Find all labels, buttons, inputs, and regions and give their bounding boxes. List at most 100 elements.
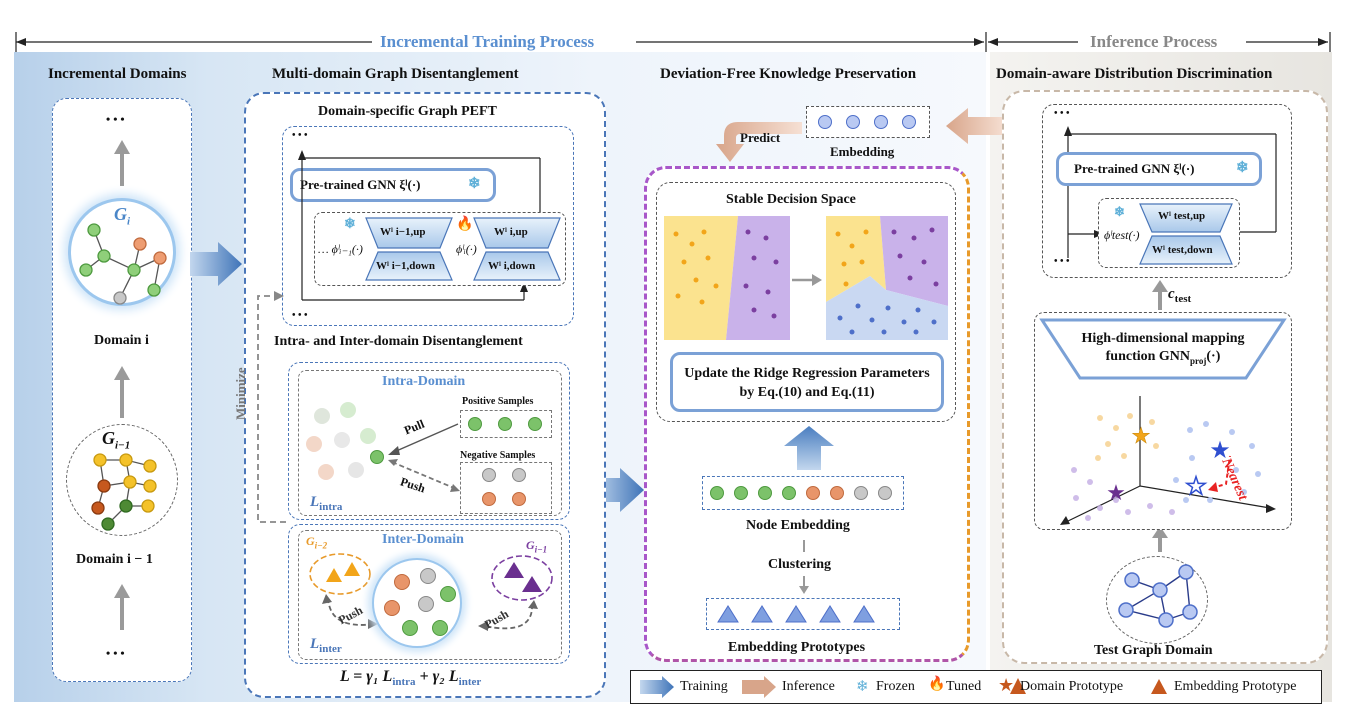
node-embedding-node [782, 486, 796, 500]
formula-intra: intra [392, 676, 416, 689]
stable-title: Stable Decision Space [726, 192, 856, 207]
col-title-disentangle: Multi-domain Graph Disentanglement [272, 66, 519, 82]
node-embedding-node [878, 486, 892, 500]
peft-gnn-box [290, 168, 496, 202]
inference-dots-top: • • • [1054, 108, 1070, 119]
gi-text: G [114, 204, 127, 224]
l-inter-text: L [310, 636, 320, 652]
formula-b: + γ₂ L [415, 668, 459, 685]
prototypes-label: Embedding Prototypes [728, 640, 866, 655]
intra-faded-node [360, 428, 376, 444]
g-i2-label: Gi−2 [306, 534, 327, 550]
legend-domain-proto: Domain Prototype [1020, 679, 1124, 694]
domain-i-label: Domain i [94, 333, 149, 348]
g-i2-sub: i−2 [314, 540, 328, 551]
inference-snowflake-icon: ❄ [1236, 160, 1249, 176]
positive-box [460, 410, 552, 438]
prototype-triangles [717, 605, 875, 623]
domain-i1-circle [66, 424, 178, 536]
peft-phi-cur: ϕˡᵢ(·) [456, 242, 477, 256]
g-i2-text: G [306, 534, 315, 548]
legend-embed-proto: Embedding Prototype [1174, 679, 1297, 694]
g-i1-label: Gi−1 [526, 538, 547, 554]
up-arrow-preserve [784, 426, 834, 470]
node-embedding-node [758, 486, 772, 500]
positive-node [498, 417, 512, 431]
clustering-label: Clustering [768, 557, 831, 572]
peft-dots-top: • • • [292, 130, 308, 141]
intra-faded-node [306, 436, 322, 452]
svg-text:★: ★ [1209, 438, 1231, 464]
peft-w-cur-down: Wˡ i,down [488, 260, 536, 272]
embedding-node [846, 115, 860, 129]
embedding-space-3d: ★ ★ ★ ★ [1060, 396, 1276, 525]
w-test-up: Wˡ test,up [1158, 210, 1206, 222]
legend-snowflake-icon: ❄ [856, 679, 869, 695]
mapping-trapezoid [1039, 318, 1287, 380]
negative-node [482, 468, 496, 482]
intra-faded-node [318, 464, 334, 480]
legend-tuned: Tuned [946, 679, 982, 694]
test-adapter [1139, 203, 1233, 265]
update-label: Update the Ridge Regression Parameters b… [684, 366, 930, 400]
minimize-arrow [257, 291, 286, 523]
peft-w-cur-up: Wˡ i,up [494, 226, 528, 238]
training-header: Incremental Training Process [380, 32, 595, 51]
negative-node [512, 468, 526, 482]
node-embedding-node [806, 486, 820, 500]
legend-star-icon: ★ [998, 675, 1015, 695]
inter-node [432, 620, 448, 636]
negative-node [482, 492, 496, 506]
inter-center-circle [372, 558, 462, 648]
intra-faded-node [334, 432, 350, 448]
loss-formula: L = γ₁ Lintra + γ₂ Linter [340, 668, 481, 688]
peft-adapters [365, 217, 561, 281]
update-box [670, 352, 944, 412]
formula-a: L = γ₁ L [340, 668, 393, 685]
clustering-arrows [799, 540, 809, 594]
decision-space [664, 216, 948, 340]
l-inter-sub: inter [319, 643, 342, 655]
inter-node [384, 600, 400, 616]
intra-arrows [388, 423, 460, 492]
training-arrow-1 [190, 242, 242, 286]
mapping-tail: (·) [1206, 349, 1221, 364]
col-title-preserve: Deviation-Free Knowledge Preservation [660, 66, 917, 82]
phi-test-label: ϕˡtest(·) [1104, 228, 1140, 242]
inference-gnn-label: Pre-trained GNN ξˡ(·) [1074, 161, 1195, 176]
intra-inner-box [298, 370, 562, 516]
l-intra-text: L [310, 494, 320, 510]
peft-w-prev-up: Wˡ i−1,up [380, 226, 426, 238]
legend-fire-icon: 🔥 [928, 677, 946, 692]
legend-triangle-icon [1151, 679, 1167, 694]
c-test-sub: test [1174, 293, 1192, 305]
l-intra-sub: intra [319, 501, 343, 513]
gi1-text: G [102, 428, 115, 448]
peft-fire-icon: 🔥 [456, 217, 474, 232]
domains-dots-bottom: • • • [106, 646, 125, 660]
gi-sub: i [127, 215, 131, 228]
domain-i1-graph [91, 453, 157, 531]
peft-title: Domain-specific Graph PEFT [318, 104, 497, 119]
svg-text:★: ★ [1106, 480, 1126, 505]
peft-gnn-label: Pre-trained GNN ξˡ(·) [300, 177, 421, 192]
intra-faded-node [348, 462, 364, 478]
node-embedding-node [734, 486, 748, 500]
node-embedding-label: Node Embedding [746, 518, 850, 533]
domain-up-arrows [114, 140, 130, 630]
inter-diagram [309, 553, 553, 631]
legend-frozen: Frozen [876, 679, 915, 694]
embedding-label: Embedding [830, 144, 895, 159]
negative-node [512, 492, 526, 506]
inter-node [420, 568, 436, 584]
svg-text:★: ★ [1185, 474, 1207, 500]
domain-i-graph [79, 223, 167, 305]
gi1-sub: i−1 [115, 439, 131, 452]
inference-arrow-in [946, 108, 1006, 144]
col-title-discriminate: Domain-aware Distribution Discrimination [996, 66, 1273, 82]
peft-connectors [298, 150, 541, 301]
peft-snowflake-icon-2: ❄ [344, 217, 356, 232]
intra-faded-node [314, 408, 330, 424]
domain-i1-label: Domain i − 1 [76, 552, 153, 567]
